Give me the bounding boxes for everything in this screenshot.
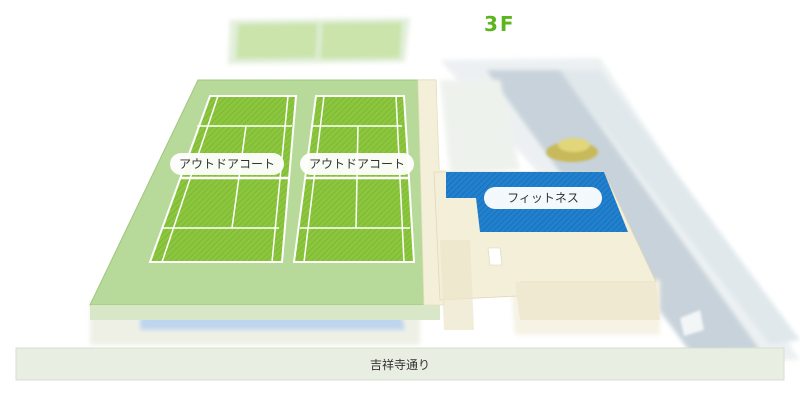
label-court-right: アウトドアコート — [300, 153, 414, 175]
car-icon — [546, 138, 598, 162]
label-fitness-text: フィットネス — [507, 191, 579, 205]
label-court-right-text: アウトドアコート — [309, 157, 405, 171]
court-left — [148, 95, 298, 263]
floor-label: 3F — [484, 12, 516, 36]
court-right — [292, 95, 416, 263]
road-arrow — [680, 310, 704, 336]
street: 吉祥寺通り — [15, 347, 785, 381]
street-name: 吉祥寺通り — [370, 358, 430, 372]
label-court-left-text: アウトドアコート — [179, 157, 275, 171]
label-fitness: フィットネス — [484, 187, 602, 209]
label-court-left: アウトドアコート — [170, 153, 284, 175]
